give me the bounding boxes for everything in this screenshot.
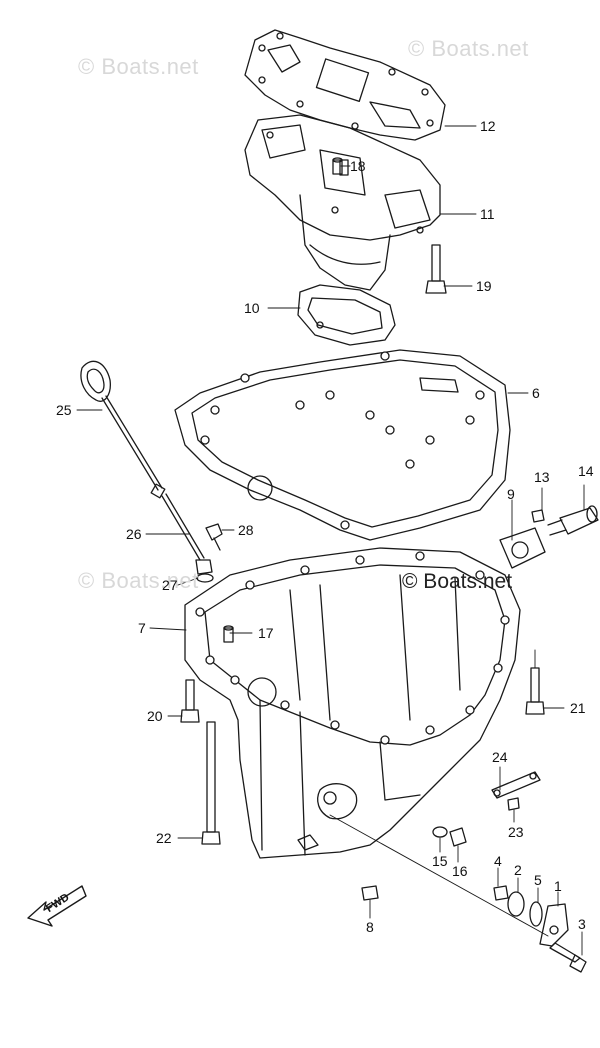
callout-13: 13 xyxy=(534,469,550,485)
part-19-bolt xyxy=(425,244,447,294)
part-3-bolt xyxy=(549,942,587,973)
part-12-gasket xyxy=(244,29,446,141)
callout-28: 28 xyxy=(238,522,254,538)
part-20-bolt xyxy=(180,679,200,723)
callout-9: 9 xyxy=(507,486,515,502)
callout-20: 20 xyxy=(147,708,163,724)
part-17-stud xyxy=(223,625,234,643)
callout-22: 22 xyxy=(156,830,172,846)
part-15-washer xyxy=(432,826,448,838)
callout-6: 6 xyxy=(532,385,540,401)
part-7-oil-pan xyxy=(184,547,521,859)
part-16-plug xyxy=(449,827,467,847)
watermark-mid-left: © Boats.net xyxy=(78,568,199,593)
callout-23: 23 xyxy=(508,824,524,840)
callout-3: 3 xyxy=(578,916,586,932)
watermark-mid-right: © Boats.net xyxy=(402,570,513,593)
fwd-arrow-icon xyxy=(27,885,87,927)
part-28-bolt xyxy=(205,523,223,551)
watermark-top-left: © Boats.net xyxy=(78,54,199,79)
part-14-fitting xyxy=(547,505,599,536)
part-21-bolt xyxy=(525,667,545,715)
callout-12: 12 xyxy=(480,118,496,134)
part-18-stud xyxy=(332,157,343,175)
part-10-gasket xyxy=(297,284,396,346)
callout-8: 8 xyxy=(366,919,374,935)
callout-27: 27 xyxy=(162,577,178,593)
callout-16: 16 xyxy=(452,863,468,879)
part-11-exhaust-guide xyxy=(244,114,441,291)
callout-1: 1 xyxy=(554,878,562,894)
callout-25: 25 xyxy=(56,402,72,418)
callout-19: 19 xyxy=(476,278,492,294)
drain-axis-line xyxy=(329,814,549,937)
callout-14: 14 xyxy=(578,463,594,479)
callout-26: 26 xyxy=(126,526,142,542)
part-2-bushing xyxy=(507,891,525,917)
callout-5: 5 xyxy=(534,872,542,888)
callout-7: 7 xyxy=(138,620,146,636)
part-23-bolt xyxy=(507,797,520,811)
part-8-fitting xyxy=(361,885,379,901)
callout-2: 2 xyxy=(514,862,522,878)
part-1-plate xyxy=(539,903,569,947)
part-4-nut xyxy=(493,885,509,901)
callout-11: 11 xyxy=(480,206,495,222)
callout-18: 18 xyxy=(350,158,366,174)
part-25-dipstick xyxy=(80,360,214,583)
callout-10: 10 xyxy=(244,300,260,316)
callout-15: 15 xyxy=(432,853,448,869)
part-24-bracket xyxy=(491,771,541,799)
watermark-top-right: © Boats.net xyxy=(408,36,529,61)
part-6-gasket xyxy=(174,349,511,541)
part-13-bolt xyxy=(531,509,545,523)
part-5-oring xyxy=(529,901,543,927)
leader-lines xyxy=(76,125,585,956)
callout-4: 4 xyxy=(494,853,502,869)
part-22-bolt xyxy=(201,721,221,845)
callout-21: 21 xyxy=(570,700,586,716)
callout-24: 24 xyxy=(492,749,508,765)
part-9-cover xyxy=(499,527,546,569)
callout-17: 17 xyxy=(258,625,274,641)
